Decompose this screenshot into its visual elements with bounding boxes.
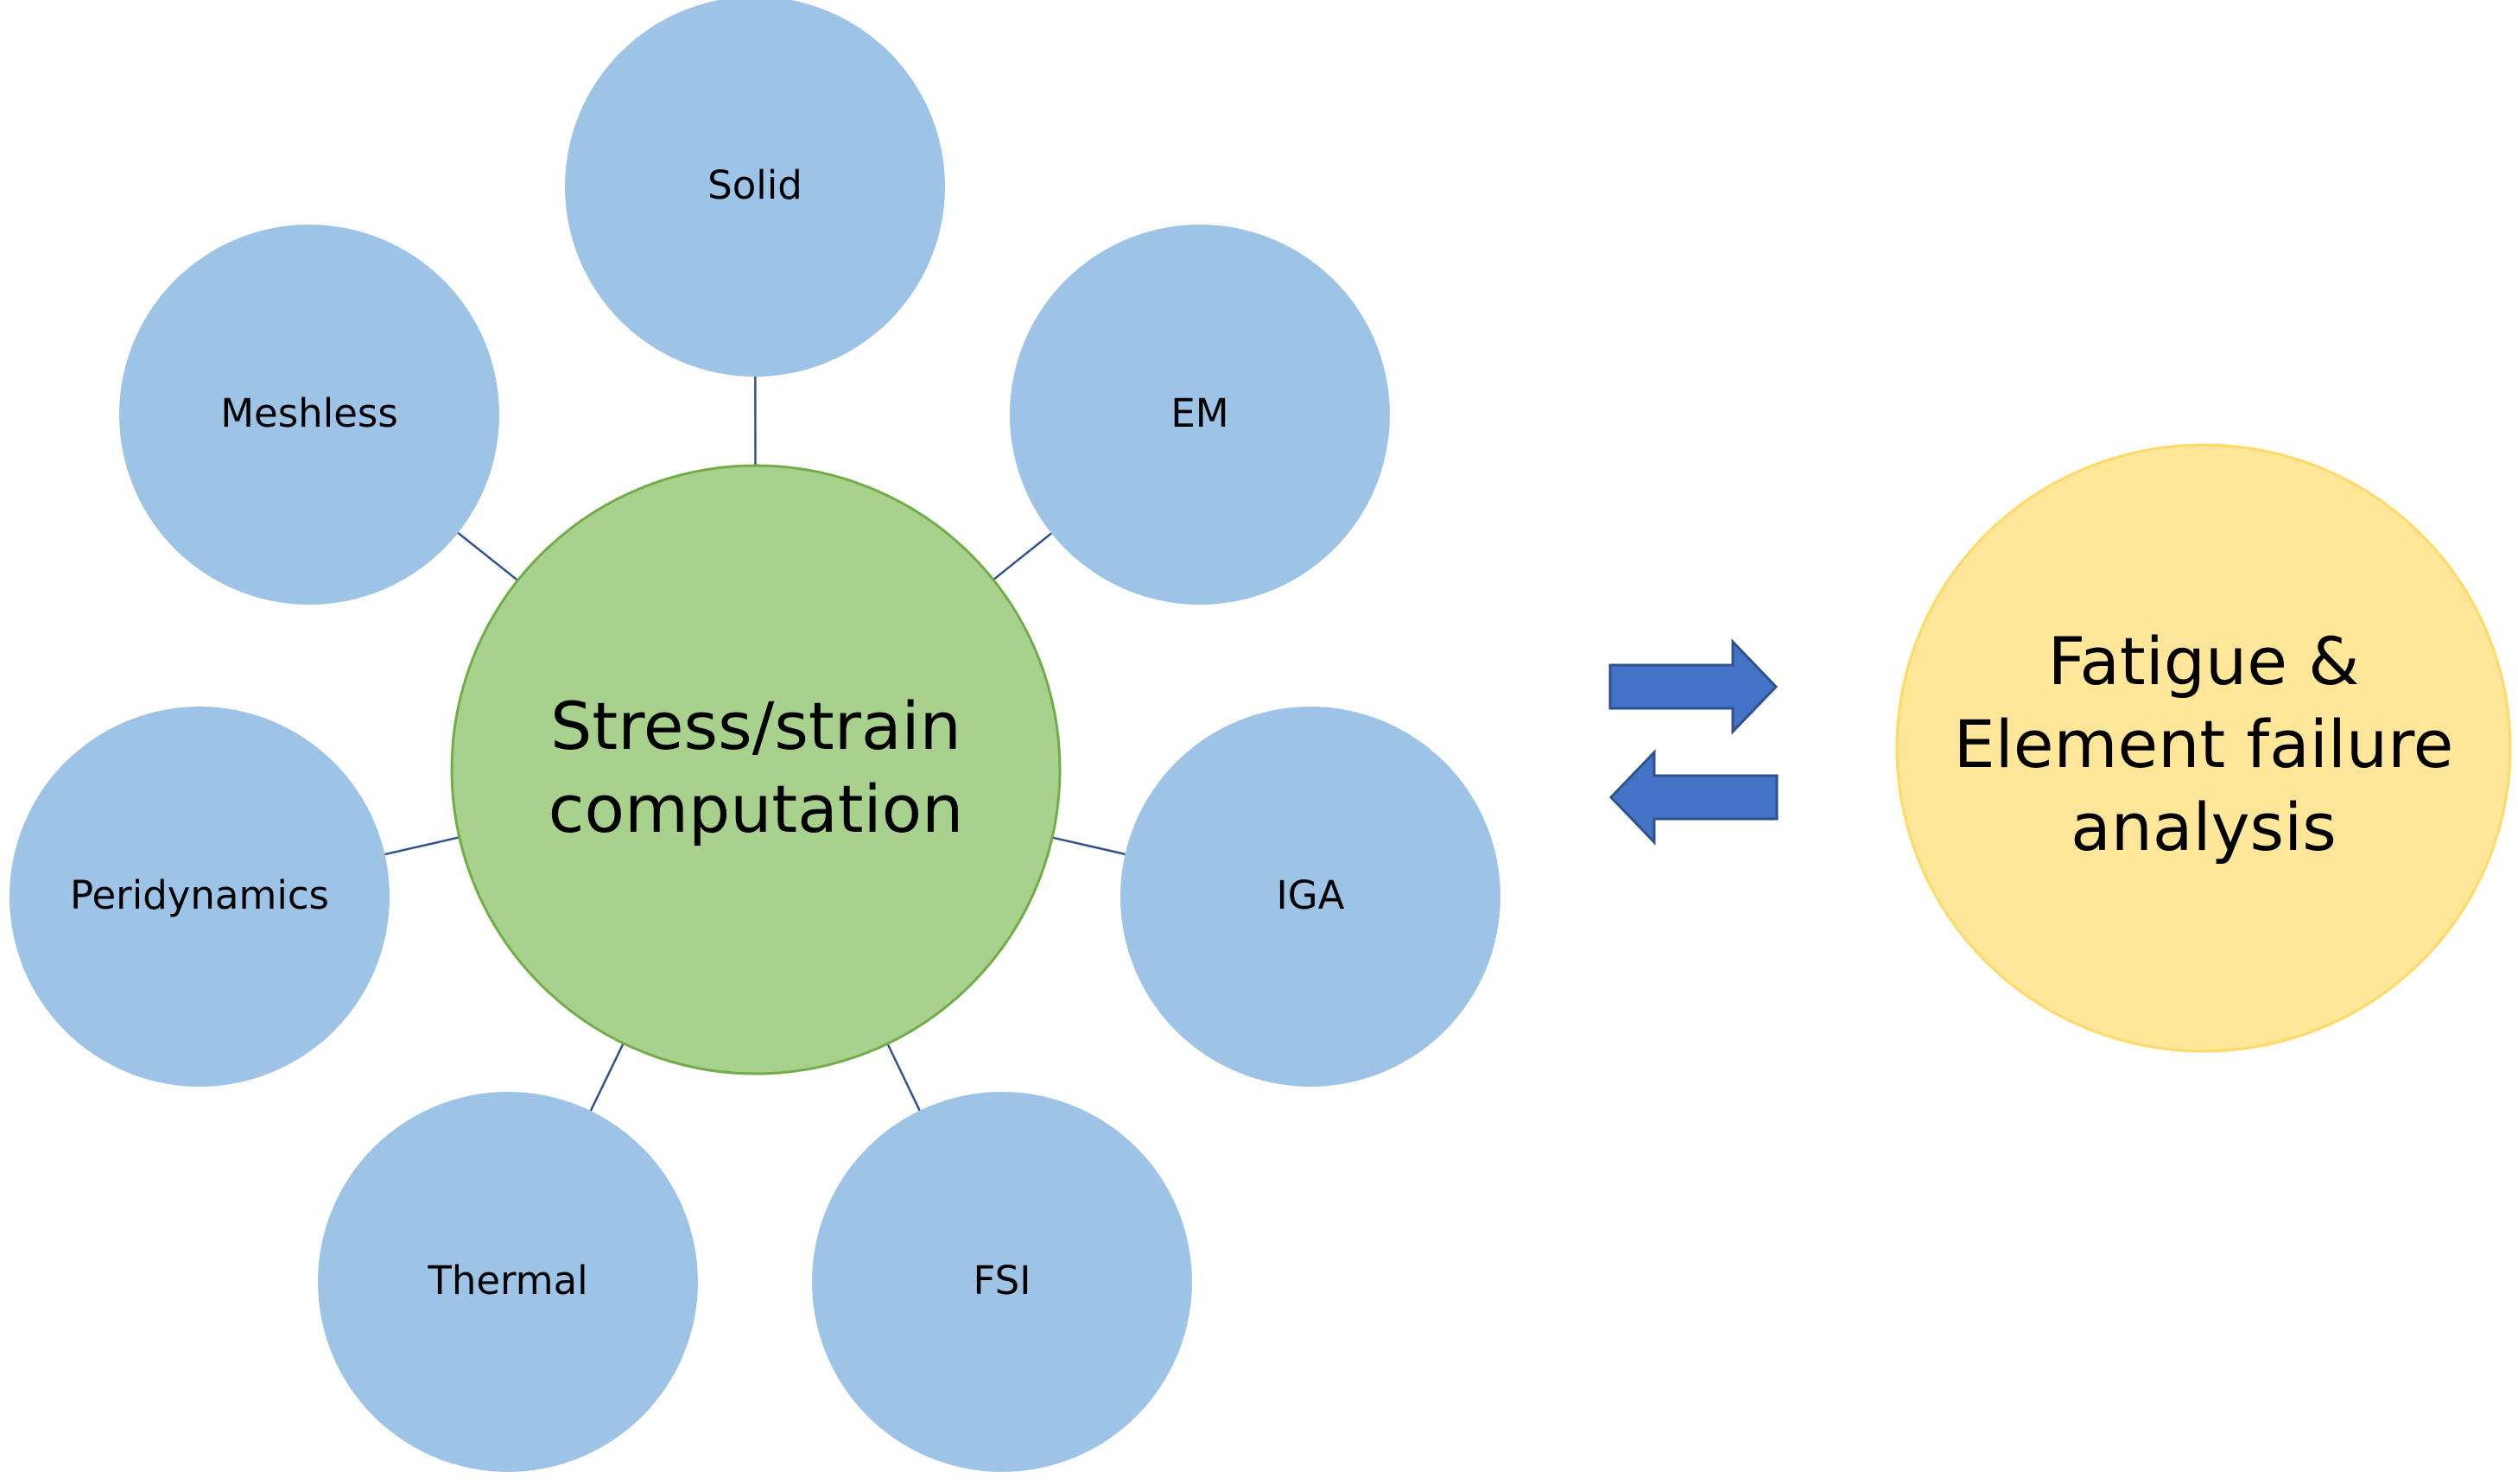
satellite-node-fsi: FSI	[812, 1092, 1192, 1472]
satellite-node-iga-circle	[1120, 707, 1500, 1087]
target-node-label-line-2: Element failure	[1954, 706, 2454, 783]
target-node-label-line-3: analysis	[2071, 789, 2337, 866]
satellite-nodes: Solid EM IGA FSI Thermal Peridynamics Me…	[10, 0, 1500, 1472]
connector-line-meshless	[457, 531, 519, 581]
satellite-node-iga: IGA	[1120, 707, 1500, 1087]
satellite-node-solid-label: Solid	[707, 162, 802, 208]
satellite-node-peridynamics-label: Peridynamics	[70, 872, 329, 918]
arrow-right-icon	[1608, 638, 1779, 735]
satellite-node-em-label: EM	[1170, 390, 1228, 436]
satellite-node-em-circle	[1010, 225, 1390, 605]
satellite-node-thermal-circle	[318, 1092, 698, 1472]
satellite-node-iga-label: IGA	[1277, 872, 1345, 918]
target-node: Fatigue & Element failure analysis	[1895, 443, 2512, 1053]
satellite-node-peridynamics-circle	[10, 707, 390, 1087]
connectors	[384, 376, 1126, 1112]
satellite-node-solid: Solid	[565, 0, 945, 377]
connector-line-peridynamics	[384, 836, 460, 856]
central-node-circle	[450, 464, 1062, 1075]
satellite-node-meshless-circle	[119, 225, 499, 605]
satellite-node-meshless: Meshless	[119, 225, 499, 605]
target-node-label-line-1: Fatigue &	[2048, 623, 2360, 700]
arrow-left-icon	[1608, 749, 1779, 846]
satellite-node-thermal: Thermal	[318, 1092, 698, 1472]
exchange-arrows	[1608, 638, 1779, 846]
satellite-node-em: EM	[1010, 225, 1390, 605]
target-node-ellipse	[1895, 443, 2512, 1053]
connector-line-em	[993, 532, 1052, 581]
satellite-node-meshless-label: Meshless	[220, 390, 398, 436]
satellite-node-solid-circle	[565, 0, 945, 377]
connector-line-iga	[1051, 836, 1126, 856]
connector-line-thermal	[589, 1043, 625, 1112]
satellite-node-peridynamics: Peridynamics	[10, 707, 390, 1087]
satellite-node-fsi-circle	[812, 1092, 1192, 1472]
central-node-label-line-1: Stress/strain	[550, 688, 961, 764]
satellite-node-thermal-label: Thermal	[427, 1258, 587, 1303]
connector-line-fsi	[886, 1043, 921, 1112]
central-node-label-line-2: computation	[549, 771, 964, 847]
central-node: Stress/strain computation	[450, 464, 1062, 1075]
satellite-node-fsi-label: FSI	[974, 1258, 1031, 1303]
